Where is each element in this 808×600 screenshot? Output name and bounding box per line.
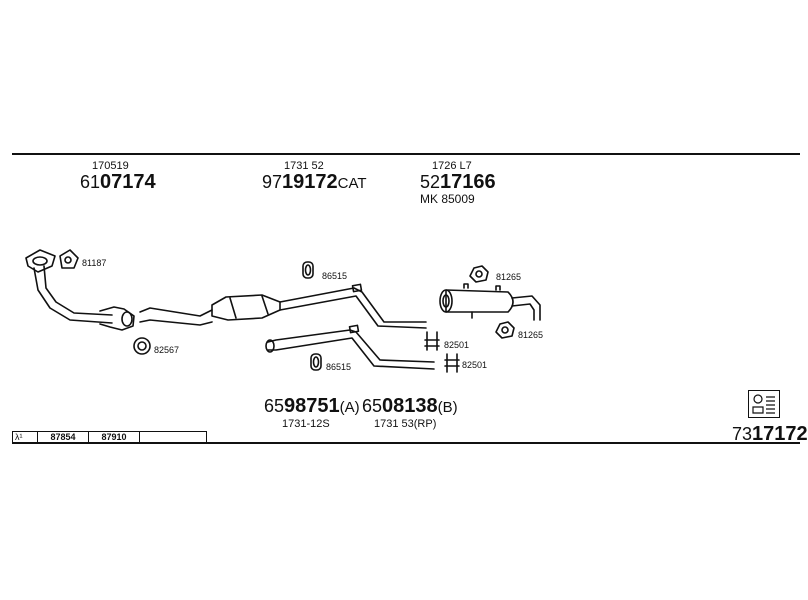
lambda-table: λ¹ 87854 87910 — [12, 431, 207, 444]
lambda-cell-2: 87910 — [89, 432, 140, 444]
part-number: 6598751(A) — [264, 395, 360, 417]
middle-pipe-a — [279, 283, 427, 329]
clamp-82501-top — [424, 331, 440, 351]
lambda-cell-1: 87854 — [38, 432, 89, 444]
part-label-middle-pipe-a: 6598751(A) 1731-12S — [264, 396, 360, 430]
callout-86515-top: 86515 — [322, 271, 348, 281]
callout-82501-bottom: 82501 — [462, 360, 488, 370]
gasket-81187 — [59, 249, 79, 269]
rear-silencer — [439, 283, 541, 321]
lambda-symbol: λ¹ — [13, 432, 38, 444]
clamp-82501-bottom — [444, 353, 460, 373]
part-number: 6107174 — [80, 171, 156, 193]
part-number: 9719172CAT — [262, 171, 367, 193]
part-label-silencer: 1726 L7 5217166 MK 85009 — [420, 160, 496, 205]
lambda-empty-cell — [140, 432, 206, 444]
catalyst-converter — [139, 294, 281, 326]
front-pipe-flange — [25, 249, 56, 273]
mount-81265-bottom — [495, 321, 515, 339]
part-ref: 1731-12S — [282, 418, 330, 430]
front-pipe — [33, 265, 135, 331]
hanger-86515-top — [302, 261, 314, 279]
bottom-rule — [12, 442, 800, 444]
part-label-catalyst: 1731 52 9719172CAT — [262, 160, 367, 194]
assembly-part-number: 7317172 — [732, 423, 808, 445]
callout-82501-top: 82501 — [444, 340, 470, 350]
callout-82567: 82567 — [154, 345, 180, 355]
part-number: 5217166 — [420, 171, 496, 193]
part-label-middle-pipe-b: 6508138(B) 1731 53(RP) — [362, 396, 458, 430]
part-ref: 1731 52 — [284, 160, 324, 172]
kit-icon — [748, 390, 780, 418]
gasket-82567 — [133, 337, 151, 355]
top-rule — [12, 153, 800, 155]
callout-81265-bottom: 81265 — [518, 330, 544, 340]
part-ref: 170519 — [92, 160, 129, 172]
mounting-kit-ref: MK 85009 — [420, 192, 475, 206]
mount-81265-top — [469, 265, 489, 283]
part-number: 6508138(B) — [362, 395, 458, 417]
callout-81265-top: 81265 — [496, 272, 522, 282]
part-ref: 1726 L7 — [432, 160, 472, 172]
callout-86515-bottom: 86515 — [326, 362, 352, 372]
part-label-front-pipe: 170519 6107174 — [80, 160, 156, 192]
middle-pipe-b — [265, 324, 435, 370]
part-ref: 1731 53(RP) — [374, 418, 437, 430]
callout-81187: 81187 — [82, 258, 107, 268]
hanger-86515-bottom — [310, 353, 322, 371]
